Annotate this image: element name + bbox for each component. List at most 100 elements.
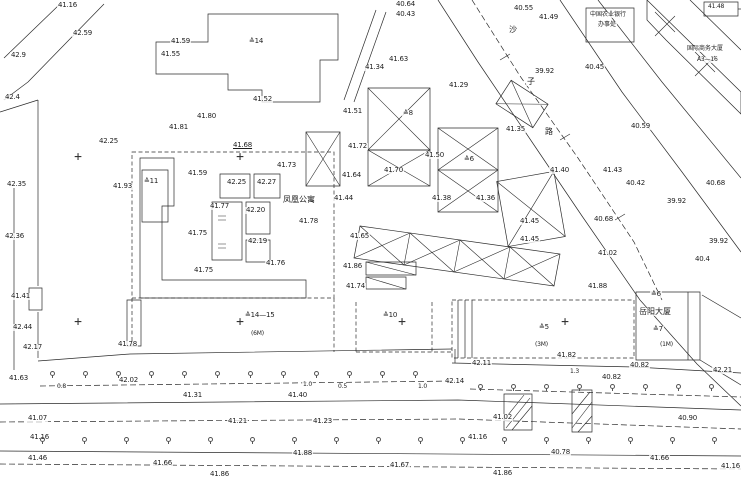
elevation-label: 42.59 bbox=[72, 29, 94, 37]
elevation-label: 41.02 bbox=[492, 413, 514, 421]
building-detail bbox=[458, 300, 472, 358]
streetlamp-icon bbox=[643, 384, 648, 391]
elevation-label: 41.75 bbox=[187, 229, 209, 237]
elevation-label: 41.66 bbox=[649, 454, 671, 462]
streetlamp-icon bbox=[478, 384, 483, 391]
elevation-label: 41.55 bbox=[160, 50, 182, 58]
streetlamp-icon bbox=[670, 437, 675, 444]
elevation-label: 41.52 bbox=[252, 95, 274, 103]
elevation-label: 41.38 bbox=[431, 194, 453, 202]
elevation-label: 41.81 bbox=[168, 123, 190, 131]
crosswalk-hatch bbox=[572, 392, 592, 432]
elevation-label: 41.07 bbox=[27, 414, 49, 422]
road-edge bbox=[640, 300, 741, 406]
streetlamp-icon bbox=[628, 437, 633, 444]
parcel-line bbox=[702, 295, 741, 318]
streetlamp-icon bbox=[116, 371, 121, 378]
streetlamp-icon bbox=[314, 371, 319, 378]
elevation-label: 41.43 bbox=[602, 166, 624, 174]
elevation-label: 41.40 bbox=[287, 391, 309, 399]
chinese-label: 沙 bbox=[508, 25, 518, 34]
streetlamp-icon bbox=[586, 437, 591, 444]
streetlamp-icon bbox=[250, 437, 255, 444]
streetlamp-icon bbox=[292, 437, 297, 444]
chinese-label: 岳阳大厦 bbox=[638, 307, 672, 316]
elevation-label: 41.78 bbox=[117, 340, 139, 348]
streetlamp-icon bbox=[182, 371, 187, 378]
elevation-label: 39.92 bbox=[534, 67, 556, 75]
elevation-label: 41.65 bbox=[349, 232, 371, 240]
streetlamp-icon bbox=[380, 371, 385, 378]
elevation-label: 41.74 bbox=[345, 282, 367, 290]
road-centerline bbox=[40, 381, 455, 386]
elevation-label: 1.3 bbox=[569, 368, 580, 375]
streetlamp-icon bbox=[334, 437, 339, 444]
elevation-label: ≙5 bbox=[538, 323, 550, 331]
survey-cross-icon: + bbox=[236, 314, 244, 330]
elevation-label: 41.78 bbox=[298, 217, 320, 225]
streetlamp-icon bbox=[376, 437, 381, 444]
elevation-label: 41.59 bbox=[170, 37, 192, 45]
elevation-label: 41.46 bbox=[27, 454, 49, 462]
elevation-label: 41.45 bbox=[519, 217, 541, 225]
elevation-label: ≙10 bbox=[382, 311, 399, 319]
streetlamp-icon bbox=[418, 437, 423, 444]
footpath-line bbox=[354, 12, 386, 102]
elevation-label: 41.35 bbox=[505, 125, 527, 133]
elevation-label: ≙8 bbox=[402, 109, 414, 117]
elevation-label: 42.25 bbox=[226, 178, 248, 186]
elevation-label: 41.86 bbox=[209, 470, 231, 478]
elevation-label: 41.59 bbox=[187, 169, 209, 177]
road-edge bbox=[560, 0, 741, 252]
elevation-label: ≙6 bbox=[650, 290, 662, 298]
elevation-label: 41.68 bbox=[232, 141, 254, 149]
road-edge bbox=[690, 0, 741, 50]
elevation-label: 42.25 bbox=[98, 137, 120, 145]
elevation-label: 41.40 bbox=[549, 166, 571, 174]
streetlamp-icon bbox=[40, 437, 45, 444]
streetlamp-icon bbox=[709, 384, 714, 391]
elevation-label: 41.49 bbox=[538, 13, 560, 21]
elevation-label: 41.88 bbox=[292, 449, 314, 457]
elevation-label: 42.02 bbox=[118, 376, 140, 384]
elevation-label: (6M) bbox=[250, 330, 265, 337]
building-detail bbox=[218, 216, 226, 248]
elevation-label: 40.43 bbox=[395, 10, 417, 18]
building-hatch bbox=[368, 88, 430, 150]
elevation-label: 41.51 bbox=[342, 107, 364, 115]
elevation-label: 42.35 bbox=[6, 180, 28, 188]
streetlamp-icon bbox=[208, 437, 213, 444]
elevation-label: 41.73 bbox=[276, 161, 298, 169]
survey-cross-icon: + bbox=[398, 314, 406, 330]
streetlamp-icon bbox=[215, 371, 220, 378]
building-outline bbox=[220, 174, 250, 198]
elevation-label: 42.9 bbox=[10, 51, 27, 59]
chinese-label: 中国农业银行 bbox=[589, 11, 628, 18]
elevation-label: 41.34 bbox=[364, 63, 386, 71]
elevation-label: 41.88 bbox=[587, 282, 609, 290]
elevation-label: 42.4 bbox=[4, 93, 21, 101]
building-outline bbox=[246, 202, 270, 234]
streetlamp-icon bbox=[460, 437, 465, 444]
elevation-label: 41.44 bbox=[333, 194, 355, 202]
elevation-label: 41.63 bbox=[8, 374, 30, 382]
building-outline bbox=[366, 262, 416, 275]
chinese-label: 国际商务大厦 bbox=[686, 45, 725, 52]
chinese-label: 子 bbox=[526, 77, 536, 86]
elevation-label: 41.80 bbox=[196, 112, 218, 120]
building-outline bbox=[636, 292, 700, 360]
survey-cross-icon: + bbox=[74, 149, 82, 165]
streetlamp-icon bbox=[124, 437, 129, 444]
elevation-label: 42.19 bbox=[247, 237, 269, 245]
streetlamp-icon bbox=[712, 437, 717, 444]
elevation-label: 40.90 bbox=[677, 414, 699, 422]
elevation-label: ≙11 bbox=[143, 177, 160, 185]
elevation-label: 41.75 bbox=[193, 266, 215, 274]
road-centerline bbox=[0, 419, 741, 429]
road-edge bbox=[598, 0, 741, 178]
elevation-label: 0.8 bbox=[56, 383, 67, 390]
streetlamp-icon bbox=[676, 384, 681, 391]
elevation-label: 42.17 bbox=[22, 343, 44, 351]
buildings-layer bbox=[127, 0, 741, 385]
building-hatch bbox=[655, 12, 715, 76]
